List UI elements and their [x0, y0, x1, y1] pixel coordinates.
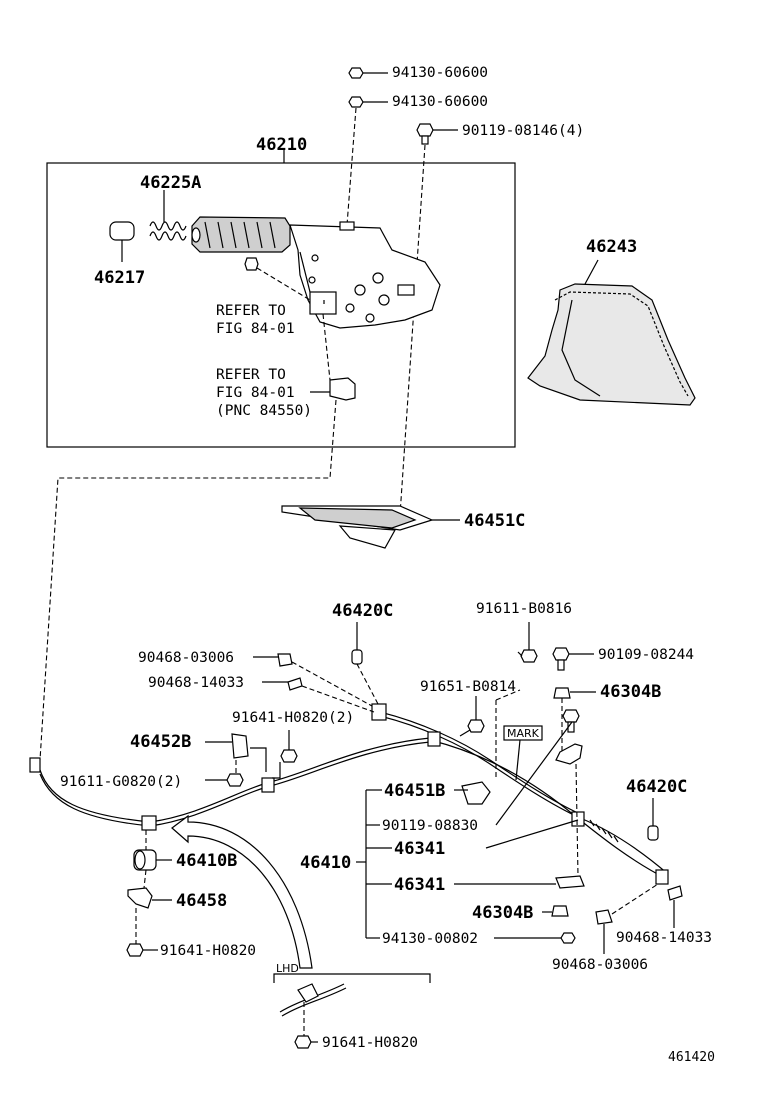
- rear-cable-upper: [379, 711, 581, 819]
- bolt-near-mark: [562, 709, 580, 733]
- label-46341-b: 46341: [394, 875, 445, 895]
- mark-tag: [503, 725, 543, 781]
- label-refer-to-1: REFER TO: [216, 303, 286, 319]
- label-46452B: 46452B: [130, 732, 191, 752]
- nut-94130-00802: [560, 932, 576, 944]
- label-fig-84-01-a: FIG 84-01: [216, 321, 295, 337]
- nut-94130-60600-b: [348, 96, 388, 108]
- label-lhd: LHD: [276, 962, 299, 975]
- label-mark: MARK: [507, 727, 540, 740]
- lhd-arrow: [171, 814, 313, 969]
- cable-connector-clip: [261, 777, 275, 793]
- front-cable: [29, 737, 431, 827]
- label-94130-60600-a: 94130-60600: [392, 65, 488, 81]
- leader-46341-a: [485, 819, 579, 849]
- label-46304B-b: 46304B: [472, 903, 533, 923]
- label-46420C-b: 46420C: [626, 777, 687, 797]
- bolt-91611-G0820-2: [205, 760, 244, 787]
- cable-connector-mid: [427, 731, 441, 747]
- label-94130-60600-b: 94130-60600: [392, 94, 488, 110]
- grommet-46304B-a: [553, 687, 596, 760]
- spring-46225A: [149, 190, 187, 241]
- small-bolt-lever: [244, 257, 311, 301]
- bolt-91641-H0820-a: [126, 908, 158, 957]
- nut-94130-60600-a: [348, 67, 388, 79]
- plate-46451C: [281, 505, 460, 549]
- parking-brake-lever: [191, 216, 441, 329]
- clamp-90468-03006-a: [253, 653, 373, 707]
- label-46304B-a: 46304B: [600, 682, 661, 702]
- label-90468-03006-b: 90468-03006: [552, 957, 648, 973]
- label-refer-to-2: REFER TO: [216, 367, 286, 383]
- bolt-90109-08244: [552, 647, 594, 671]
- label-91641-H0820-a: 91641-H0820: [160, 943, 256, 959]
- label-90468-14033-a: 90468-14033: [148, 675, 244, 691]
- label-91611-G0820-2: 91611-G0820(2): [60, 774, 182, 790]
- label-91641-H0820-2: 91641-H0820(2): [232, 710, 354, 726]
- label-46410: 46410: [300, 853, 351, 873]
- console-boot-46243: [527, 259, 696, 406]
- label-91651-B0814: 91651-B0814: [420, 679, 516, 695]
- label-46341-a: 46341: [394, 839, 445, 859]
- cable-connector-upper: [371, 703, 387, 721]
- label-90468-14033-b: 90468-14033: [616, 930, 712, 946]
- label-46451C: 46451C: [464, 511, 525, 531]
- label-46210: 46210: [256, 135, 307, 155]
- bracket-46458: [127, 869, 172, 909]
- bracket-46341-b: [555, 875, 585, 889]
- bushing-46410B: [133, 830, 172, 871]
- cable-connector-front: [141, 815, 157, 831]
- rear-cable-lower: [429, 739, 669, 879]
- figure-number: 461420: [668, 1050, 715, 1065]
- grommet-46304B-b: [542, 905, 569, 917]
- clip-84550: [310, 313, 356, 401]
- grommet-46451B: [454, 781, 491, 805]
- cable-end-rear: [655, 869, 669, 885]
- label-90119-08830: 90119-08830: [382, 818, 478, 834]
- grommet-46420C-a: [351, 622, 379, 705]
- label-94130-00802: 94130-00802: [382, 931, 478, 947]
- label-46410B: 46410B: [176, 851, 237, 871]
- bolt-91641-H0820-2: [272, 730, 298, 779]
- group-46410-bracket: [356, 789, 392, 939]
- label-46217: 46217: [94, 268, 145, 288]
- label-91611-B0816: 91611-B0816: [476, 601, 572, 617]
- clip-90468-14033-b: [667, 885, 683, 928]
- label-90109-08244: 90109-08244: [598, 647, 694, 663]
- label-46420C-a: 46420C: [332, 601, 393, 621]
- clip-90468-14033-a: [262, 677, 375, 713]
- label-90468-03006-a: 90468-03006: [138, 650, 234, 666]
- bolt-91611-B0816: [517, 622, 538, 663]
- button-46217: [109, 221, 135, 262]
- label-fig-84-01-b: FIG 84-01: [216, 385, 295, 401]
- label-90119-08146: 90119-08146(4): [462, 123, 584, 139]
- leader-90119-08830: [495, 721, 573, 826]
- bolt-90119-08146: [416, 123, 458, 145]
- label-91641-H0820-b: 91641-H0820: [322, 1035, 418, 1051]
- assembly-46210-box: [46, 162, 516, 448]
- label-46451B: 46451B: [384, 781, 445, 801]
- label-46243: 46243: [586, 237, 637, 257]
- label-46225A: 46225A: [140, 173, 201, 193]
- bracket-46452B: [205, 733, 267, 772]
- cable-connector-rear: [571, 811, 585, 827]
- bracket-46341-a: [555, 743, 583, 877]
- label-pnc-84550: (PNC 84550): [216, 403, 312, 419]
- clamp-90468-03006-b: [595, 883, 659, 954]
- bolt-91651-B0814: [459, 689, 521, 780]
- label-46458: 46458: [176, 891, 227, 911]
- grommet-46420C-b: [647, 798, 659, 841]
- lhd-inset: [273, 973, 431, 1049]
